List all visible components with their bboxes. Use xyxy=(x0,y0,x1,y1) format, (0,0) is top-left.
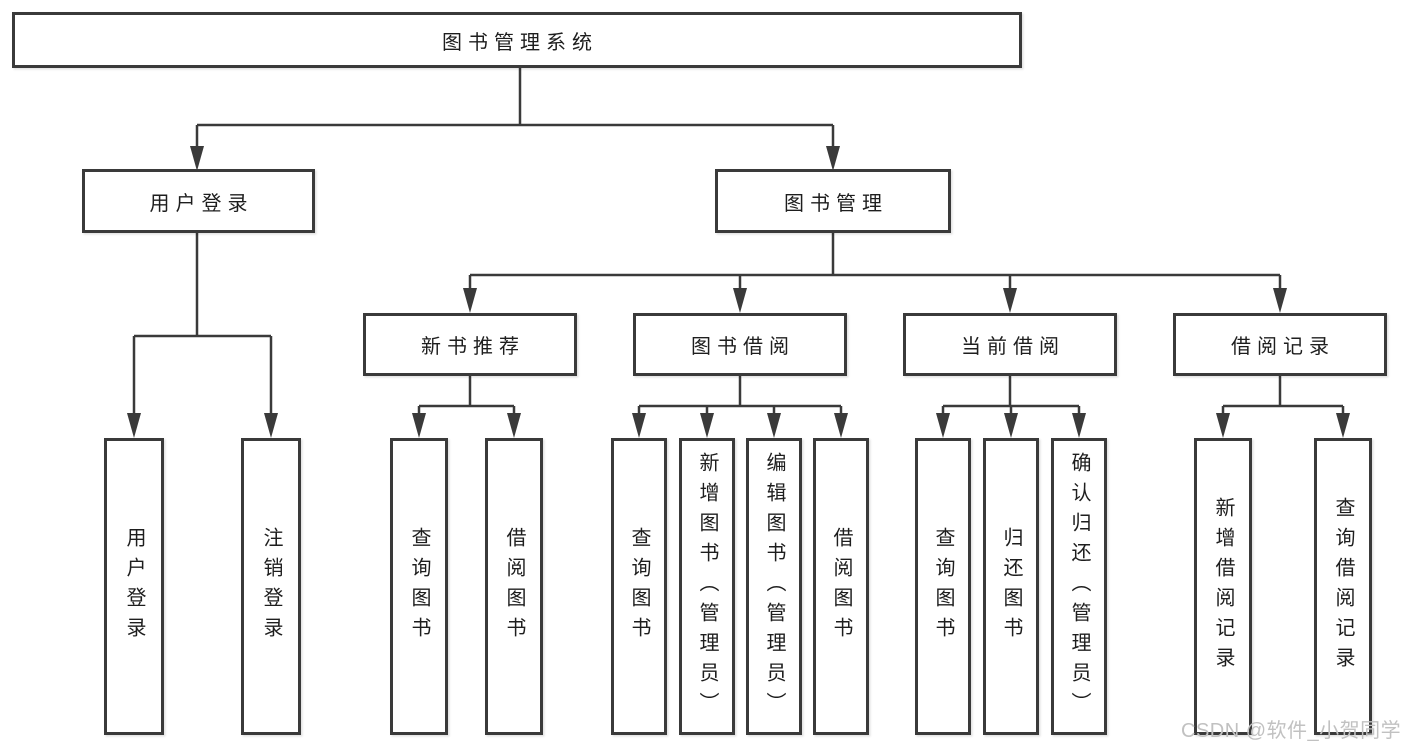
connector-userlogin-to-leaves xyxy=(127,233,278,438)
leaf-logout: 注销登录 xyxy=(241,438,301,735)
node-library-management-system: 图书管理系统 xyxy=(12,12,1022,68)
leaf-query-books-recommend: 查询图书 xyxy=(390,438,448,735)
watermark-text: CSDN @软件_小贺同学 xyxy=(1181,720,1402,742)
node-user-login: 用户登录 xyxy=(82,169,315,233)
connector-bookmgmt-to-level2 xyxy=(463,233,1287,313)
node-book-management: 图书管理 xyxy=(715,169,951,233)
leaf-return-book: 归还图书 xyxy=(983,438,1039,735)
leaf-user-login: 用户登录 xyxy=(104,438,164,735)
leaf-edit-book-admin: 编辑图书（管理员） xyxy=(746,438,802,735)
leaf-confirm-return-admin: 确认归还（管理员） xyxy=(1051,438,1107,735)
leaf-add-borrow-record: 新增借阅记录 xyxy=(1194,438,1252,735)
leaf-borrow-books-recommend: 借阅图书 xyxy=(485,438,543,735)
connector-borrowrecord-to-leaves xyxy=(1216,376,1350,438)
node-book-borrow: 图书借阅 xyxy=(633,313,847,376)
leaf-add-book-admin: 新增图书（管理员） xyxy=(679,438,735,735)
leaf-query-books-borrow: 查询图书 xyxy=(611,438,667,735)
leaf-query-borrow-record: 查询借阅记录 xyxy=(1314,438,1372,735)
leaf-query-books-current: 查询图书 xyxy=(915,438,971,735)
connector-currentborrow-to-leaves xyxy=(936,376,1086,438)
connector-newbook-to-leaves xyxy=(412,376,521,438)
connector-root-to-level1 xyxy=(190,68,840,171)
connector-bookborrow-to-leaves xyxy=(632,376,848,438)
leaf-borrow-books: 借阅图书 xyxy=(813,438,869,735)
node-new-book-recommend: 新书推荐 xyxy=(363,313,577,376)
node-current-borrow: 当前借阅 xyxy=(903,313,1117,376)
node-borrow-records: 借阅记录 xyxy=(1173,313,1387,376)
